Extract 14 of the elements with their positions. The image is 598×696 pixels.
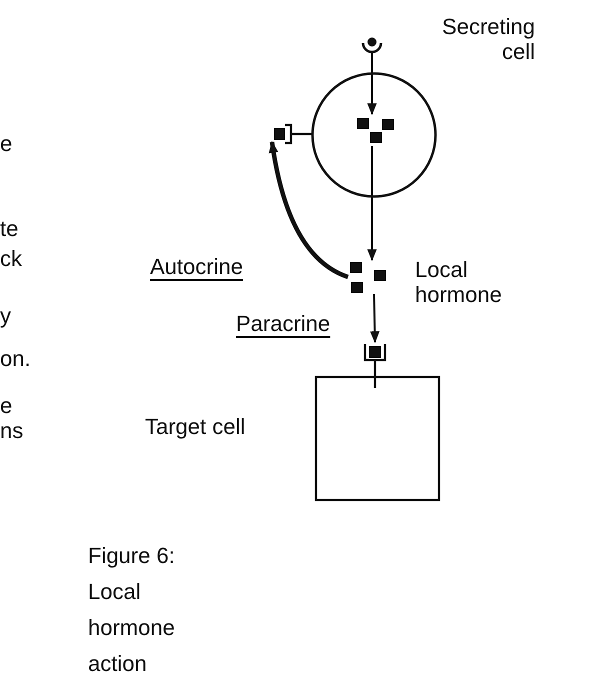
arrow: [268, 140, 349, 280]
cell-label: Secreting cell: [441, 14, 535, 64]
arrow: [367, 146, 377, 262]
text-fragment: y: [0, 303, 11, 328]
figure-caption: Figure 6: Local hormone action: [88, 542, 176, 678]
text-fragment: e: [0, 393, 12, 418]
hormone-label: Local hormone: [415, 257, 503, 307]
text-fragment: ns: [0, 418, 24, 443]
text-fragment: on.: [0, 346, 31, 371]
text-fragment: ck: [0, 246, 22, 271]
cell-label: Target cell: [145, 414, 246, 439]
arrow: [370, 294, 380, 344]
text-fragment: te: [0, 216, 18, 241]
text-fragment: e: [0, 131, 12, 156]
